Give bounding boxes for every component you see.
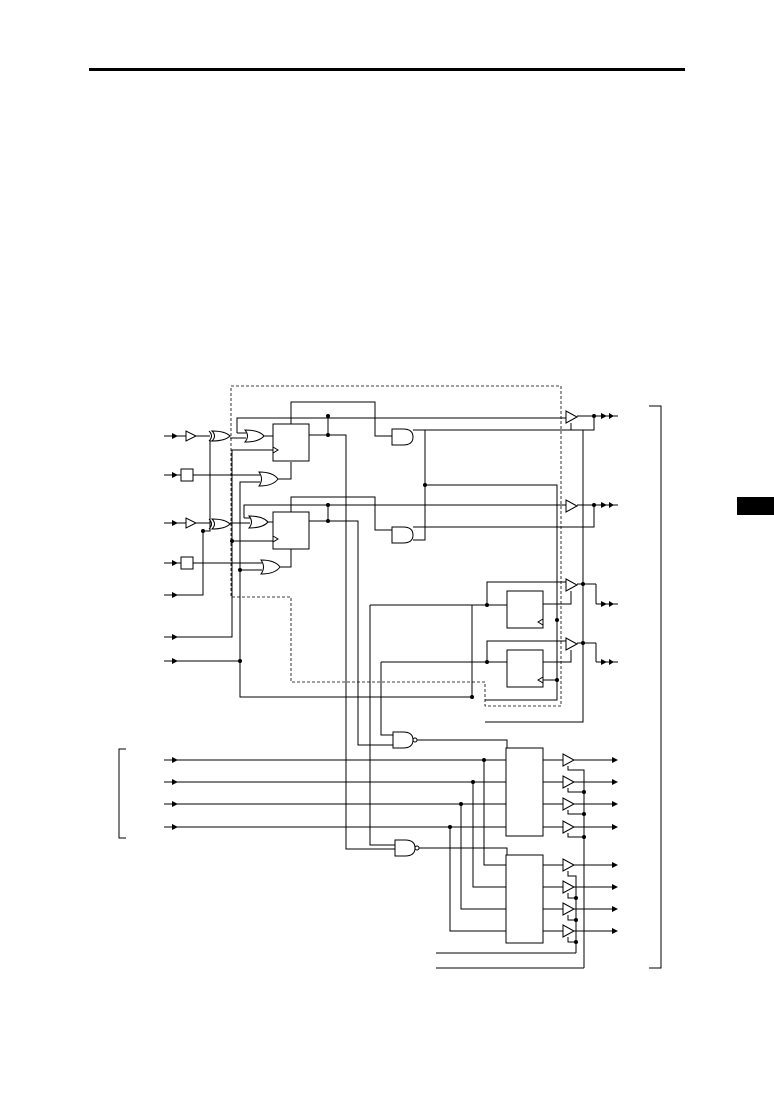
input-wiring [176, 417, 566, 699]
left-bracket [118, 748, 126, 839]
right-bracket [649, 405, 662, 969]
output-group-upper [485, 410, 618, 723]
register-3 [506, 590, 544, 629]
input-pins [164, 433, 178, 830]
output-group-lower [436, 753, 618, 969]
lower-input-bus [176, 758, 506, 932]
register-3-4-wiring [369, 581, 572, 846]
section-tab [737, 497, 774, 515]
clock-marker-icon [537, 618, 544, 626]
register-1 [272, 423, 310, 462]
input-stage-2 [176, 515, 292, 575]
nand-gates [392, 731, 508, 857]
clock-marker-icon [272, 535, 279, 543]
register-2-outputs [290, 429, 595, 746]
header-rule [89, 68, 685, 71]
input-stage-1 [176, 429, 292, 487]
output-register-a [505, 747, 544, 837]
register-2 [272, 511, 310, 550]
register-4 [506, 649, 544, 688]
output-register-b [505, 854, 544, 944]
dashed-boundary [230, 385, 562, 707]
